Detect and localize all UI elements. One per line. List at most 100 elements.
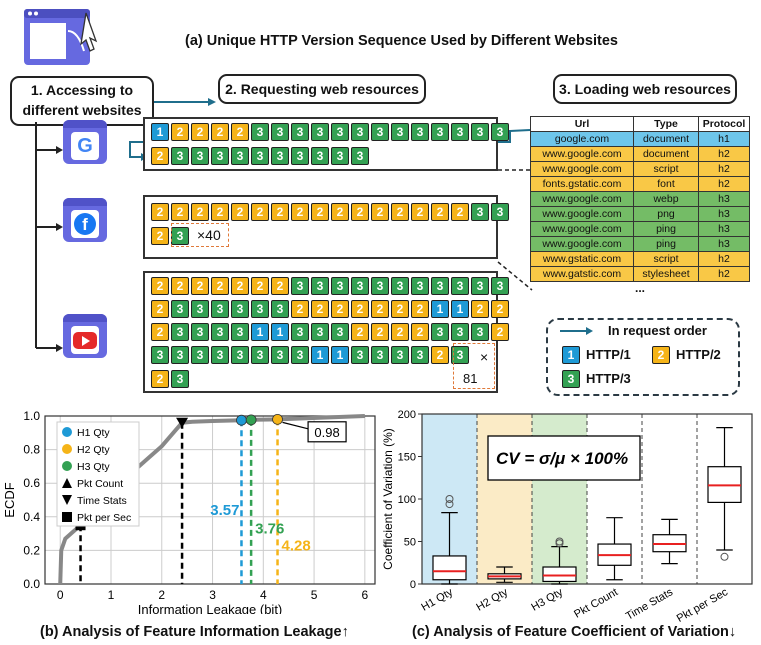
http-v3-cell: 3 <box>431 123 449 141</box>
table-cell-protocol: h2 <box>698 266 750 282</box>
youtube-icon <box>63 314 107 358</box>
http-v3-cell: 3 <box>471 323 489 341</box>
table-cell-url: www.google.com <box>530 236 634 252</box>
http-v3-cell: 3 <box>151 346 169 364</box>
http-v2-cell: 2 <box>491 300 509 318</box>
http-v2-cell: 2 <box>171 277 189 295</box>
table-cell-protocol: h3 <box>698 221 750 237</box>
http-v2-cell: 2 <box>371 300 389 318</box>
http-v3-cell: 3 <box>431 277 449 295</box>
http-v2-cell: 2 <box>291 300 309 318</box>
legend-label: H3 Qty <box>77 461 110 473</box>
table-cell-type: script <box>633 161 699 177</box>
legend-h3-swatch: 3 <box>562 370 580 388</box>
http-v3-cell: 3 <box>371 346 389 364</box>
box-outlier <box>445 500 454 509</box>
http-v2-cell: 2 <box>431 346 449 364</box>
y-axis-label: Coefficient of Variation (%) <box>381 428 395 570</box>
http-v1-cell: 1 <box>431 300 449 318</box>
y-tick-label: 0 <box>410 579 416 591</box>
http-v3-cell: 3 <box>391 346 409 364</box>
http-v3-cell: 3 <box>191 300 209 318</box>
http-v2-cell: 2 <box>351 323 369 341</box>
http-v2-cell: 2 <box>171 123 189 141</box>
table-cell-type: script <box>633 251 699 267</box>
x-tick-label: 1 <box>108 588 115 602</box>
http-v3-cell: 3 <box>191 346 209 364</box>
facebook-icon: f <box>63 198 107 242</box>
http-v2-cell: 2 <box>151 300 169 318</box>
http-v3-cell: 3 <box>291 323 309 341</box>
table-cell-url: www.google.com <box>530 161 634 177</box>
legend-label: H2 Qty <box>77 444 110 456</box>
http-v2-cell: 2 <box>231 203 249 221</box>
annotation-098: 0.98 <box>314 425 339 440</box>
http-v2-cell: 2 <box>151 277 169 295</box>
table-cell-type: png <box>633 206 699 222</box>
x-tick-label: H1 Qty <box>419 586 455 614</box>
table-cell-protocol: h1 <box>698 131 750 147</box>
http-v2-cell: 2 <box>451 203 469 221</box>
table-cell-type: webp <box>633 191 699 207</box>
table-more: ... <box>634 281 645 295</box>
http-v3-cell: 3 <box>291 277 309 295</box>
legend-marker-h3-qty <box>62 461 72 471</box>
http-v3-cell: 3 <box>231 147 249 165</box>
box-outlier <box>555 537 564 546</box>
http-v3-cell: 3 <box>271 300 289 318</box>
http-v2-cell: 2 <box>311 203 329 221</box>
http-v2-cell: 2 <box>271 277 289 295</box>
table-cell-url: www.google.com <box>530 221 634 237</box>
http-v3-cell: 3 <box>471 277 489 295</box>
http-v2-cell: 2 <box>411 323 429 341</box>
marker-h3-qty <box>245 414 257 426</box>
annotation-h1: 3.57 <box>210 502 239 519</box>
http-v2-cell: 2 <box>311 300 329 318</box>
http-v3-cell: 3 <box>451 323 469 341</box>
http-v2-cell: 2 <box>151 203 169 221</box>
box-body <box>432 555 467 581</box>
http-v3-cell: 3 <box>231 300 249 318</box>
y-tick-label: 50 <box>404 537 416 549</box>
browser-window-icon <box>24 9 98 65</box>
http-v3-cell: 3 <box>311 123 329 141</box>
http-v3-cell: 3 <box>331 123 349 141</box>
http-v3-cell: 3 <box>231 323 249 341</box>
youtube-repeat-symbol: × <box>480 349 489 365</box>
x-tick-label: 3 <box>209 588 216 602</box>
caption-c: (c) Analysis of Feature Coefficient of V… <box>412 624 737 640</box>
formula-box <box>487 435 641 481</box>
table-cell-protocol: h2 <box>698 251 750 267</box>
plot-frame <box>44 415 376 585</box>
x-tick-label: 4 <box>260 588 267 602</box>
request-order-arrow-icon <box>560 327 593 335</box>
legend-h2-label: HTTP/2 <box>676 347 721 362</box>
http-v3-cell: 3 <box>351 277 369 295</box>
http-v2-cell: 2 <box>411 300 429 318</box>
http-v2-cell: 2 <box>211 203 229 221</box>
http-v3-cell: 3 <box>331 277 349 295</box>
http-v3-cell: 3 <box>411 346 429 364</box>
http-v2-cell: 2 <box>371 203 389 221</box>
http-v3-cell: 3 <box>451 346 469 364</box>
http-v3-cell: 3 <box>291 147 309 165</box>
http-v3-cell: 3 <box>191 147 209 165</box>
http-v3-cell: 3 <box>311 147 329 165</box>
http-v3-cell: 3 <box>291 123 309 141</box>
y-tick-label: 100 <box>398 494 416 506</box>
table-header-url: Url <box>530 116 634 132</box>
x-tick-label: H3 Qty <box>529 586 565 614</box>
